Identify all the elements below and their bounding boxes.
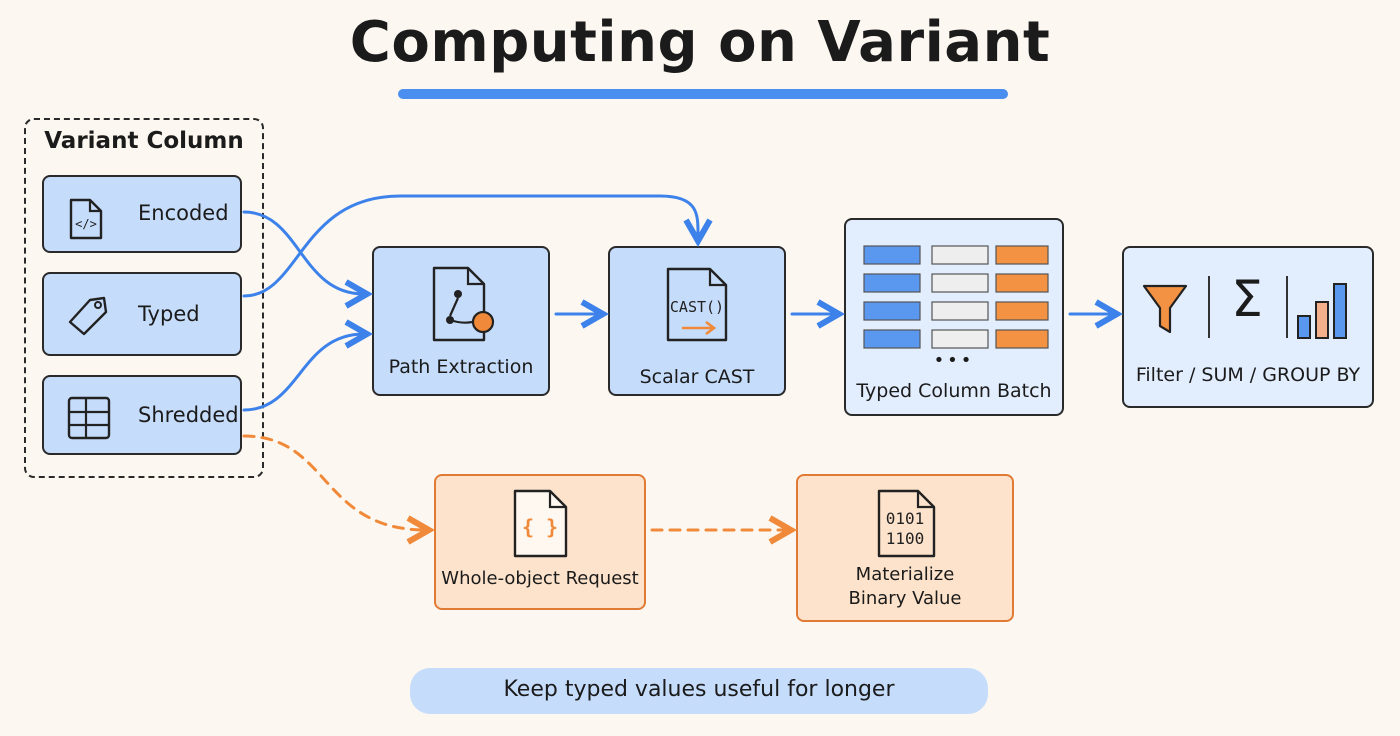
materialize-label-line1: Materialize bbox=[855, 564, 955, 585]
cast-file-icon: CAST() bbox=[666, 267, 728, 342]
whole-object-label: Whole-object Request bbox=[441, 568, 639, 589]
shredded-to-path-arrow bbox=[242, 334, 364, 412]
batch-ellipsis: ••• bbox=[933, 350, 975, 371]
variant-column-group bbox=[24, 118, 264, 478]
table-grid-icon bbox=[863, 245, 1049, 349]
json-file-icon: { } bbox=[513, 489, 568, 558]
title-underline bbox=[398, 89, 1008, 99]
grid-icon bbox=[67, 396, 111, 440]
bar-chart-icon bbox=[1297, 283, 1347, 339]
encoded-to-path-arrow bbox=[242, 210, 364, 294]
svg-text:1100: 1100 bbox=[886, 529, 925, 548]
sigma-icon: Σ bbox=[1231, 270, 1263, 328]
whole-object-request-node[interactable]: { } Whole-object Request bbox=[434, 474, 646, 610]
typed-item[interactable]: Typed bbox=[42, 272, 242, 356]
ops-label: Filter / SUM / GROUP BY bbox=[1135, 364, 1361, 386]
footer-banner bbox=[410, 668, 988, 714]
path-extraction-label: Path Extraction bbox=[388, 356, 534, 378]
typed-column-batch-node[interactable]: ••• Typed Column Batch bbox=[844, 218, 1064, 416]
tag-icon bbox=[68, 296, 108, 336]
divider bbox=[1208, 276, 1210, 338]
svg-text:</>: </> bbox=[75, 217, 97, 231]
typed-batch-label: Typed Column Batch bbox=[856, 380, 1052, 402]
ops-node[interactable]: Σ Filter / SUM / GROUP BY bbox=[1122, 246, 1374, 408]
svg-text:{ }: { } bbox=[522, 515, 558, 539]
shredded-item[interactable]: Shredded bbox=[42, 375, 242, 455]
page-title: Computing on Variant bbox=[349, 10, 1051, 75]
typed-to-cast-arrow bbox=[242, 194, 698, 298]
code-file-icon: </> bbox=[69, 198, 103, 240]
encoded-label: Encoded bbox=[138, 201, 229, 225]
svg-text:CAST(): CAST() bbox=[670, 298, 724, 316]
materialize-node[interactable]: 0101 1100 Materialize Binary Value bbox=[796, 474, 1014, 622]
materialize-label-line2: Binary Value bbox=[848, 588, 962, 609]
typed-label: Typed bbox=[138, 302, 200, 326]
path-extraction-node[interactable]: Path Extraction bbox=[372, 246, 550, 396]
divider bbox=[1286, 276, 1288, 338]
binary-file-icon: 0101 1100 bbox=[877, 489, 936, 558]
shredded-to-whole-object-arrow bbox=[242, 434, 426, 530]
shredded-label: Shredded bbox=[138, 403, 239, 427]
scalar-cast-label: Scalar CAST bbox=[639, 366, 755, 388]
variant-column-label: Variant Column bbox=[44, 128, 244, 154]
svg-text:0101: 0101 bbox=[886, 509, 925, 528]
footer-text: Keep typed values useful for longer bbox=[503, 677, 895, 702]
encoded-item[interactable]: </> Encoded bbox=[42, 175, 242, 253]
path-file-icon bbox=[432, 266, 495, 342]
funnel-icon bbox=[1142, 284, 1188, 334]
